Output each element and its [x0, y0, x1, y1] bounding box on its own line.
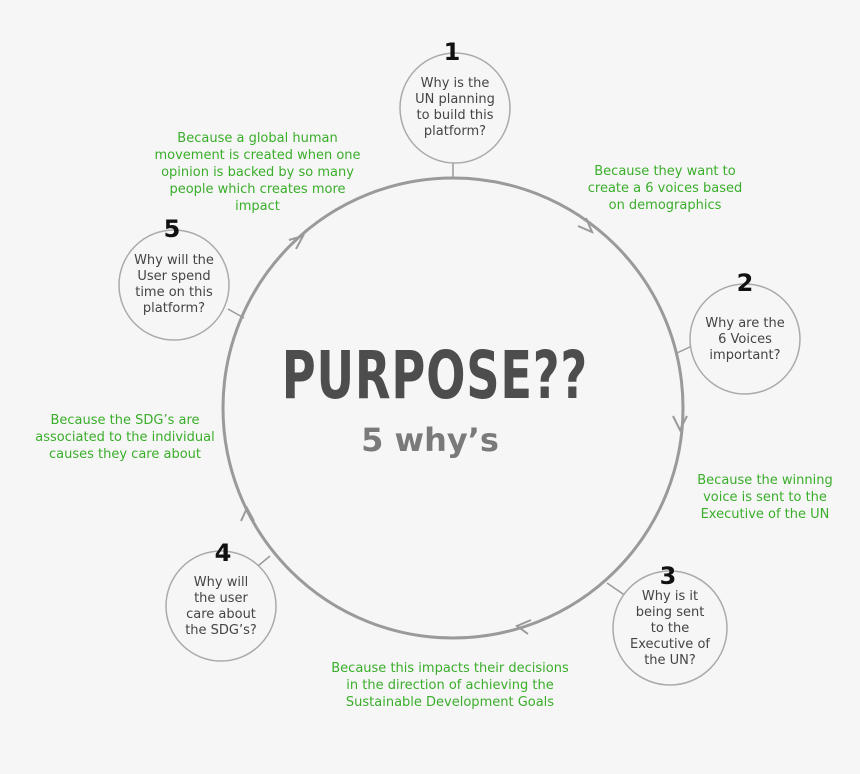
why-bubble-1 [399, 52, 511, 164]
question-line: to build this [416, 108, 494, 123]
answer-line: associated to the individual [35, 430, 215, 445]
question-line: to the [650, 621, 690, 636]
answer-line: opinion is backed by so many [161, 165, 354, 180]
answer-line: causes they care about [48, 447, 201, 462]
answer-line: in the direction of achieving the [346, 678, 554, 693]
why-bubble-3 [612, 570, 728, 686]
why-number-3: 3 [659, 562, 677, 590]
why-bubble-2 [689, 283, 801, 395]
answer-line: people which creates more [169, 182, 346, 197]
because-answer-5: Because a global human movement is creat… [140, 130, 375, 215]
question-line: Executive of [630, 637, 710, 652]
connector-4 [257, 555, 271, 567]
arrowhead-3 [514, 619, 532, 635]
question-line: platform? [423, 124, 487, 139]
answer-line: impact [235, 199, 280, 214]
question-line: time on this [135, 285, 213, 300]
question-line: the SDG’s? [185, 623, 257, 638]
because-answer-1: Because they want to create a 6 voices b… [570, 163, 760, 214]
question-line: the UN? [644, 653, 696, 668]
connector-5 [227, 308, 245, 319]
answer-line: Because the winning [697, 473, 833, 488]
why-question-1: Why is the UN planning to build this pla… [400, 76, 510, 140]
why-number-2: 2 [736, 269, 754, 297]
diagram-title: PURPOSE?? [281, 337, 589, 414]
question-line: care about [186, 607, 256, 622]
answer-line: movement is created when one [154, 148, 361, 163]
answer-line: on demographics [608, 198, 722, 213]
arrowhead-5 [288, 234, 306, 250]
question-line: 6 Voices [718, 332, 772, 347]
connector-2 [676, 345, 693, 354]
question-line: platform? [142, 301, 206, 316]
answer-line: Because the SDG’s are [50, 413, 200, 428]
question-line: Why is it [641, 589, 699, 604]
why-bubble-4 [165, 550, 277, 662]
answer-line: Executive of the UN [700, 507, 830, 522]
diagram-subtitle: 5 why’s [361, 421, 499, 459]
question-line: Why is the [420, 76, 490, 91]
question-line: the user [194, 591, 248, 606]
answer-line: Because they want to [594, 164, 736, 179]
because-answer-2: Because the winning voice is sent to the… [680, 472, 850, 523]
question-line: Why are the [705, 316, 785, 331]
why-bubble-5 [118, 229, 230, 341]
why-number-1: 1 [443, 38, 461, 66]
arrowhead-2 [672, 415, 688, 433]
question-line: Why will [193, 575, 249, 590]
answer-line: create a 6 voices based [587, 181, 743, 196]
question-line: important? [709, 348, 781, 363]
connector-3 [606, 582, 627, 597]
why-question-4: Why will the user care about the SDG’s? [166, 575, 276, 639]
question-line: User spend [137, 269, 211, 284]
why-question-2: Why are the 6 Voices important? [690, 316, 800, 364]
question-line: being sent [635, 605, 705, 620]
question-line: Why will the [134, 253, 214, 268]
answer-line: Because a global human [177, 131, 338, 146]
answer-line: voice is sent to the [703, 490, 827, 505]
why-question-3: Why is it being sent to the Executive of… [615, 589, 725, 669]
question-line: UN planning [415, 92, 495, 107]
answer-line: Because this impacts their decisions [331, 661, 569, 676]
why-question-5: Why will the User spend time on this pla… [119, 253, 229, 317]
arrowhead-4 [240, 505, 255, 522]
why-number-5: 5 [163, 215, 181, 243]
arrowhead-1 [577, 217, 594, 234]
why-number-4: 4 [214, 539, 232, 567]
answer-line: Sustainable Development Goals [345, 695, 555, 710]
because-answer-3: Because this impacts their decisions in … [305, 660, 595, 711]
because-answer-4: Because the SDG’s are associated to the … [20, 412, 230, 463]
